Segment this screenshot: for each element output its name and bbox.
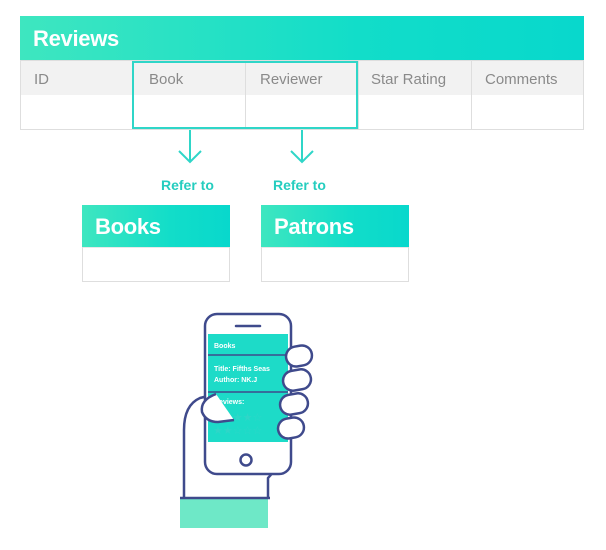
finger-4 bbox=[276, 416, 306, 440]
patrons-table-title: Patrons bbox=[261, 205, 409, 247]
home-button bbox=[239, 453, 253, 467]
hand-outline bbox=[182, 392, 217, 498]
reviews-table-title: Reviews bbox=[20, 16, 584, 60]
finger-1 bbox=[284, 344, 314, 368]
arrow-down-icon bbox=[290, 130, 314, 164]
column-reviewer: Reviewer bbox=[260, 71, 323, 88]
patrons-table-row bbox=[261, 247, 409, 282]
reviews-title-text: Reviews bbox=[33, 26, 119, 51]
column-divider bbox=[245, 60, 246, 130]
screen-title: Books bbox=[214, 343, 236, 350]
phone-in-hand-illustration: Books Title: Fifths Seas Author: NK.J Re… bbox=[180, 312, 314, 528]
screen-author: Author: NK.J bbox=[214, 377, 257, 384]
sleeve-cuff bbox=[180, 498, 268, 528]
rating-stars-row-2: ★★☆☆☆ bbox=[213, 424, 262, 437]
column-star-rating: Star Rating bbox=[371, 71, 447, 88]
column-divider bbox=[358, 60, 359, 130]
patrons-title-text: Patrons bbox=[274, 214, 354, 239]
screen-reviews-label: Reviews: bbox=[214, 399, 244, 406]
finger-3 bbox=[278, 392, 310, 416]
books-table-row bbox=[82, 247, 230, 282]
thumb bbox=[200, 392, 235, 424]
column-book: Book bbox=[149, 71, 184, 88]
column-divider bbox=[471, 60, 472, 130]
refer-to-label: Refer to bbox=[161, 177, 214, 193]
books-table-title: Books bbox=[82, 205, 230, 247]
reviews-empty-row bbox=[20, 95, 584, 130]
refer-to-label: Refer to bbox=[273, 177, 326, 193]
arrow-down-icon bbox=[178, 130, 202, 164]
reviews-columns-row: ID Book Reviewer Star Rating Comments bbox=[20, 60, 584, 96]
foreign-key-highlight bbox=[132, 61, 358, 129]
finger-2 bbox=[281, 368, 313, 392]
column-id: ID bbox=[34, 71, 49, 88]
screen-book-title: Title: Fifths Seas bbox=[214, 366, 270, 373]
books-title-text: Books bbox=[95, 214, 161, 239]
phone-screen bbox=[208, 334, 288, 442]
column-comments: Comments bbox=[485, 71, 558, 88]
